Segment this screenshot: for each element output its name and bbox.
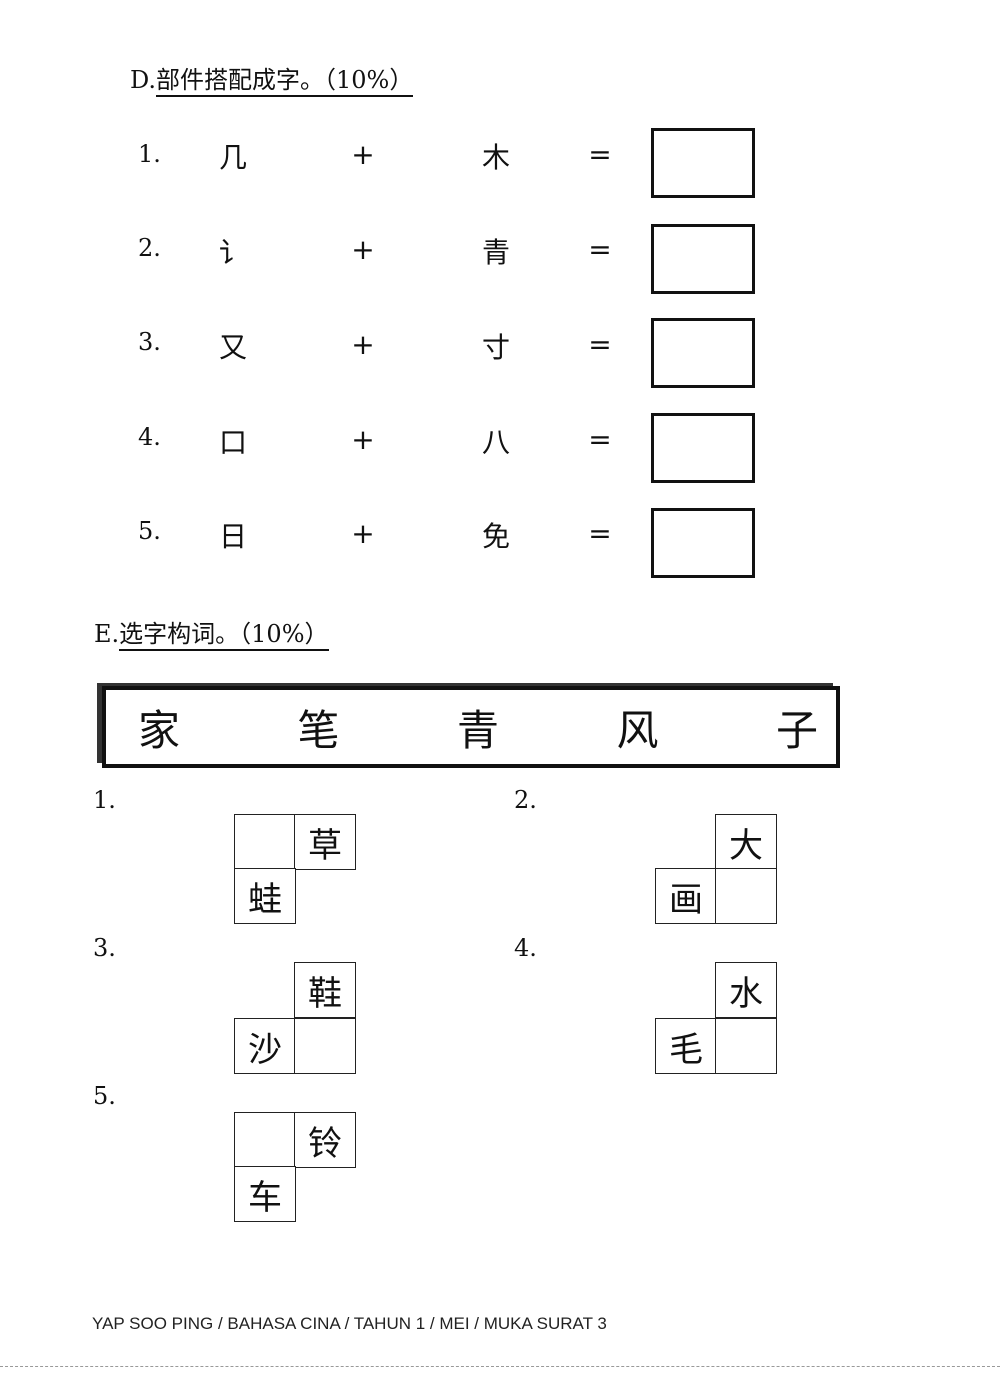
d-equals-sign: = (588, 423, 612, 456)
puzzle-number: 5. (93, 1082, 116, 1110)
d-equals-sign: = (588, 517, 612, 550)
d-plus-sign: + (351, 423, 375, 456)
puzzle-given-char: 草 (294, 814, 356, 870)
d-equals-sign: = (588, 328, 612, 361)
puzzle-answer-cell[interactable] (715, 1018, 777, 1074)
d-answer-box[interactable] (651, 128, 755, 198)
d-right-component: 免 (481, 520, 510, 553)
d-answer-box[interactable] (651, 224, 755, 294)
puzzle-given-char: 大 (715, 814, 777, 870)
puzzle-number: 2. (514, 786, 537, 814)
word-bank-char: 子 (775, 705, 818, 755)
puzzle-answer-cell[interactable] (234, 814, 296, 870)
puzzle-given-char: 沙 (234, 1018, 296, 1074)
puzzle-given-char: 蛙 (234, 868, 296, 924)
puzzle-given-char: 车 (234, 1166, 296, 1222)
d-left-component: 口 (218, 426, 247, 459)
section-e-heading: E.选字构词。（10%） (94, 614, 329, 651)
d-equals-sign: = (588, 233, 612, 266)
d-left-component: 几 (218, 141, 247, 174)
puzzle-given-char: 画 (655, 868, 717, 924)
d-right-component: 青 (481, 236, 510, 269)
d-right-component: 木 (481, 141, 510, 174)
d-right-component: 寸 (481, 331, 510, 364)
d-row-number: 1. (138, 140, 161, 168)
d-left-component: 日 (218, 520, 247, 553)
section-d-title: 部件搭配成字。（10%） (156, 66, 414, 97)
scan-edge-line (0, 1366, 1000, 1367)
word-bank-char: 青 (456, 705, 499, 755)
puzzle-given-char: 铃 (294, 1112, 356, 1168)
word-bank-char: 家 (138, 705, 181, 755)
section-e-letter: E. (94, 620, 120, 648)
d-right-component: 八 (481, 426, 510, 459)
d-plus-sign: + (351, 233, 375, 266)
section-d-heading: D.部件搭配成字。（10%） (130, 60, 414, 97)
word-bank-char: 风 (616, 705, 659, 755)
puzzle-given-char: 毛 (655, 1018, 717, 1074)
d-row-number: 2. (138, 234, 161, 262)
d-row-number: 5. (138, 517, 161, 545)
page-footer: YAP SOO PING / BAHASA CINA / TAHUN 1 / M… (92, 1314, 607, 1333)
d-plus-sign: + (351, 517, 375, 550)
d-answer-box[interactable] (651, 508, 755, 578)
d-left-component: 讠 (218, 236, 247, 269)
puzzle-number: 1. (93, 786, 116, 814)
word-bank: 家 笔 青 风 子 (102, 686, 840, 768)
puzzle-given-char: 鞋 (294, 962, 356, 1018)
d-left-component: 又 (218, 331, 247, 364)
puzzle-given-char: 水 (715, 962, 777, 1018)
puzzle-number: 4. (514, 934, 537, 962)
d-row-number: 3. (138, 328, 161, 356)
puzzle-number: 3. (93, 934, 116, 962)
d-answer-box[interactable] (651, 413, 755, 483)
d-equals-sign: = (588, 138, 612, 171)
d-answer-box[interactable] (651, 318, 755, 388)
d-plus-sign: + (351, 328, 375, 361)
d-plus-sign: + (351, 138, 375, 171)
puzzle-answer-cell[interactable] (294, 1018, 356, 1074)
section-d-letter: D. (130, 66, 157, 94)
puzzle-answer-cell[interactable] (234, 1112, 296, 1168)
d-row-number: 4. (138, 423, 161, 451)
section-e-title: 选字构词。（10%） (119, 620, 329, 651)
word-bank-char: 笔 (297, 705, 340, 755)
puzzle-answer-cell[interactable] (715, 868, 777, 924)
